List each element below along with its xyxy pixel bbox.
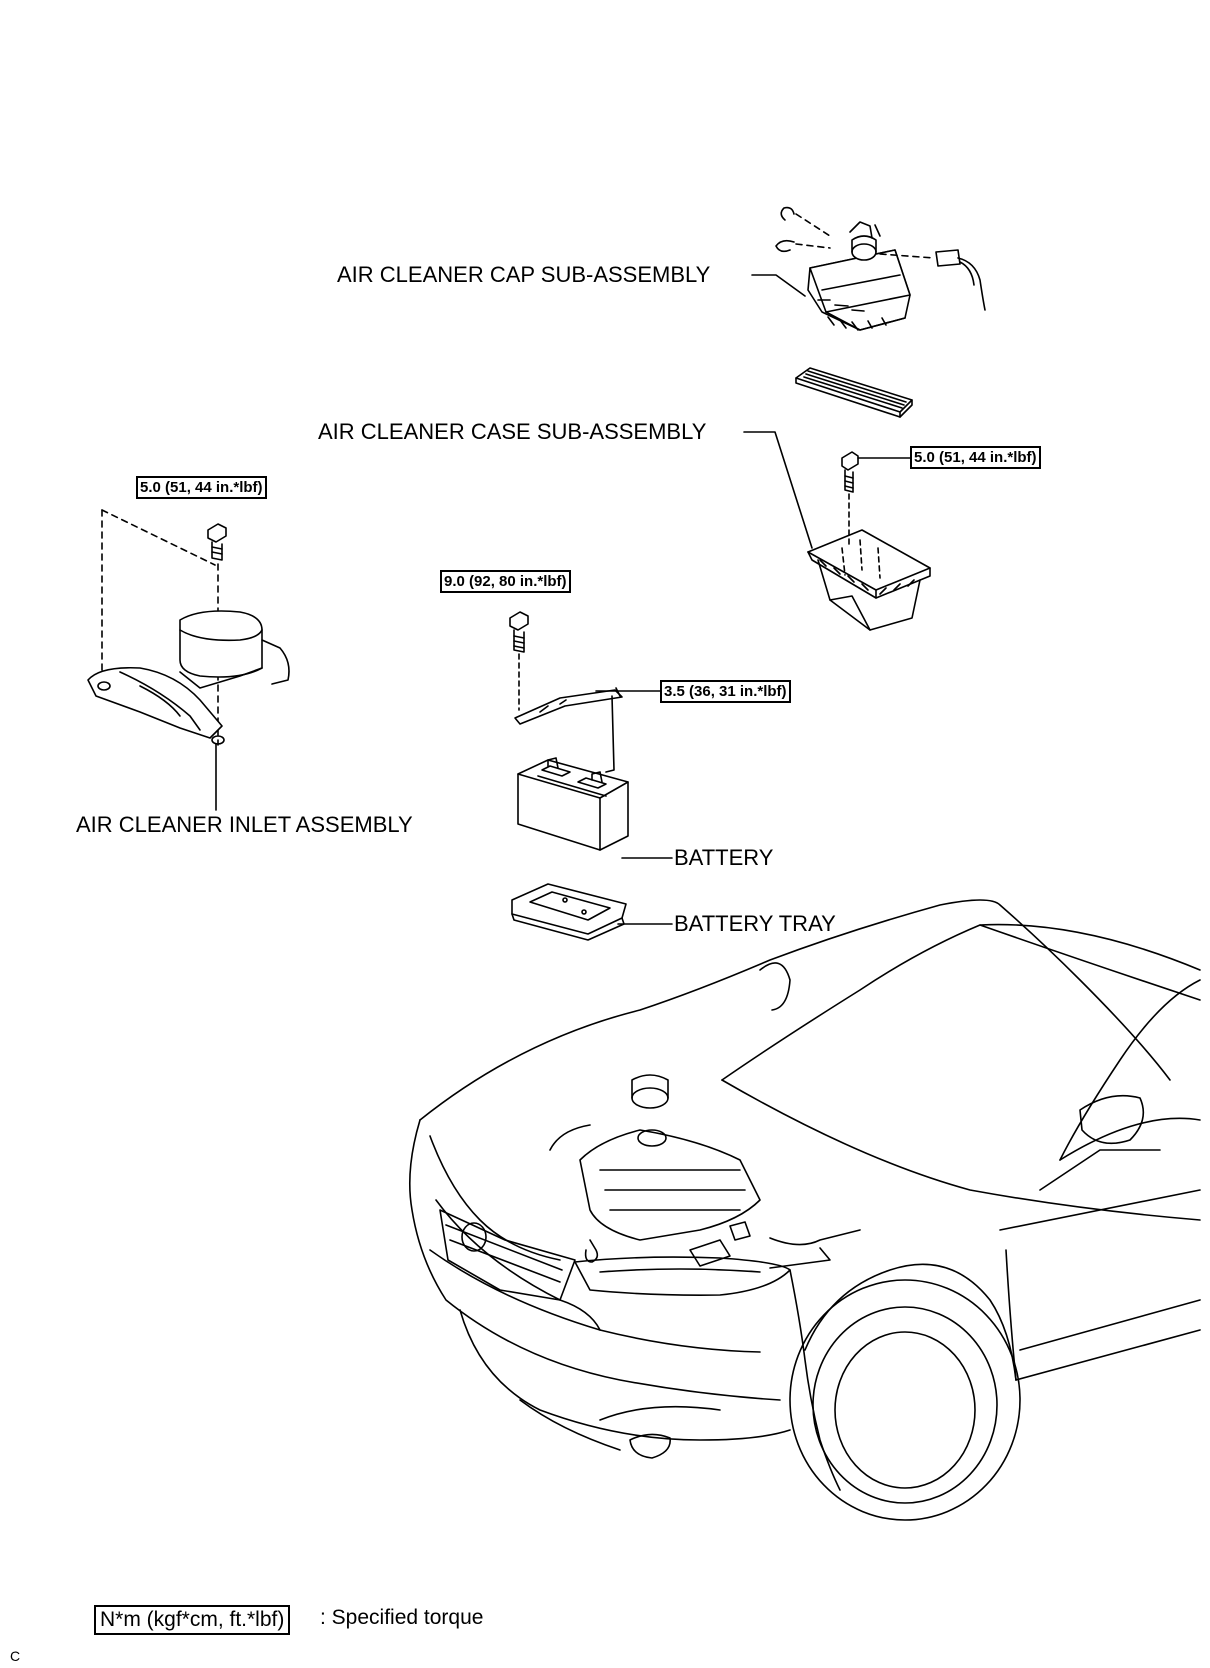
battery-drawing <box>517 757 629 851</box>
label-battery: BATTERY <box>674 845 774 870</box>
battery-tray-drawing <box>511 883 627 941</box>
label-air-cleaner-case: AIR CLEANER CASE SUB-ASSEMBLY <box>318 419 707 444</box>
label-air-cleaner-inlet: AIR CLEANER INLET ASSEMBLY <box>76 812 413 837</box>
torque-clamp-bolt: 9.0 (92, 80 in.*lbf) <box>440 570 571 593</box>
torque-inlet-bolt: 5.0 (51, 44 in.*lbf) <box>136 476 267 499</box>
torque-case-bolt: 5.0 (51, 44 in.*lbf) <box>910 446 1041 469</box>
vehicle-outline <box>408 899 1201 1521</box>
label-air-cleaner-cap: AIR CLEANER CAP SUB-ASSEMBLY <box>337 262 711 287</box>
legend-unit-box: N*m (kgf*cm, ft.*lbf) <box>94 1605 291 1635</box>
torque-clamp-nut: 3.5 (36, 31 in.*lbf) <box>660 680 791 703</box>
legend-meaning: : Specified torque <box>320 1606 484 1629</box>
corner-mark: C <box>10 1648 21 1664</box>
air-cleaner-case-drawing <box>807 451 931 631</box>
air-filter-element <box>795 367 913 418</box>
battery-clamp-drawing <box>509 611 623 773</box>
air-cleaner-cap-drawing <box>775 206 986 331</box>
label-battery-tray: BATTERY TRAY <box>674 911 836 936</box>
leader-lines <box>215 274 919 925</box>
air-cleaner-inlet-drawing <box>87 509 290 746</box>
